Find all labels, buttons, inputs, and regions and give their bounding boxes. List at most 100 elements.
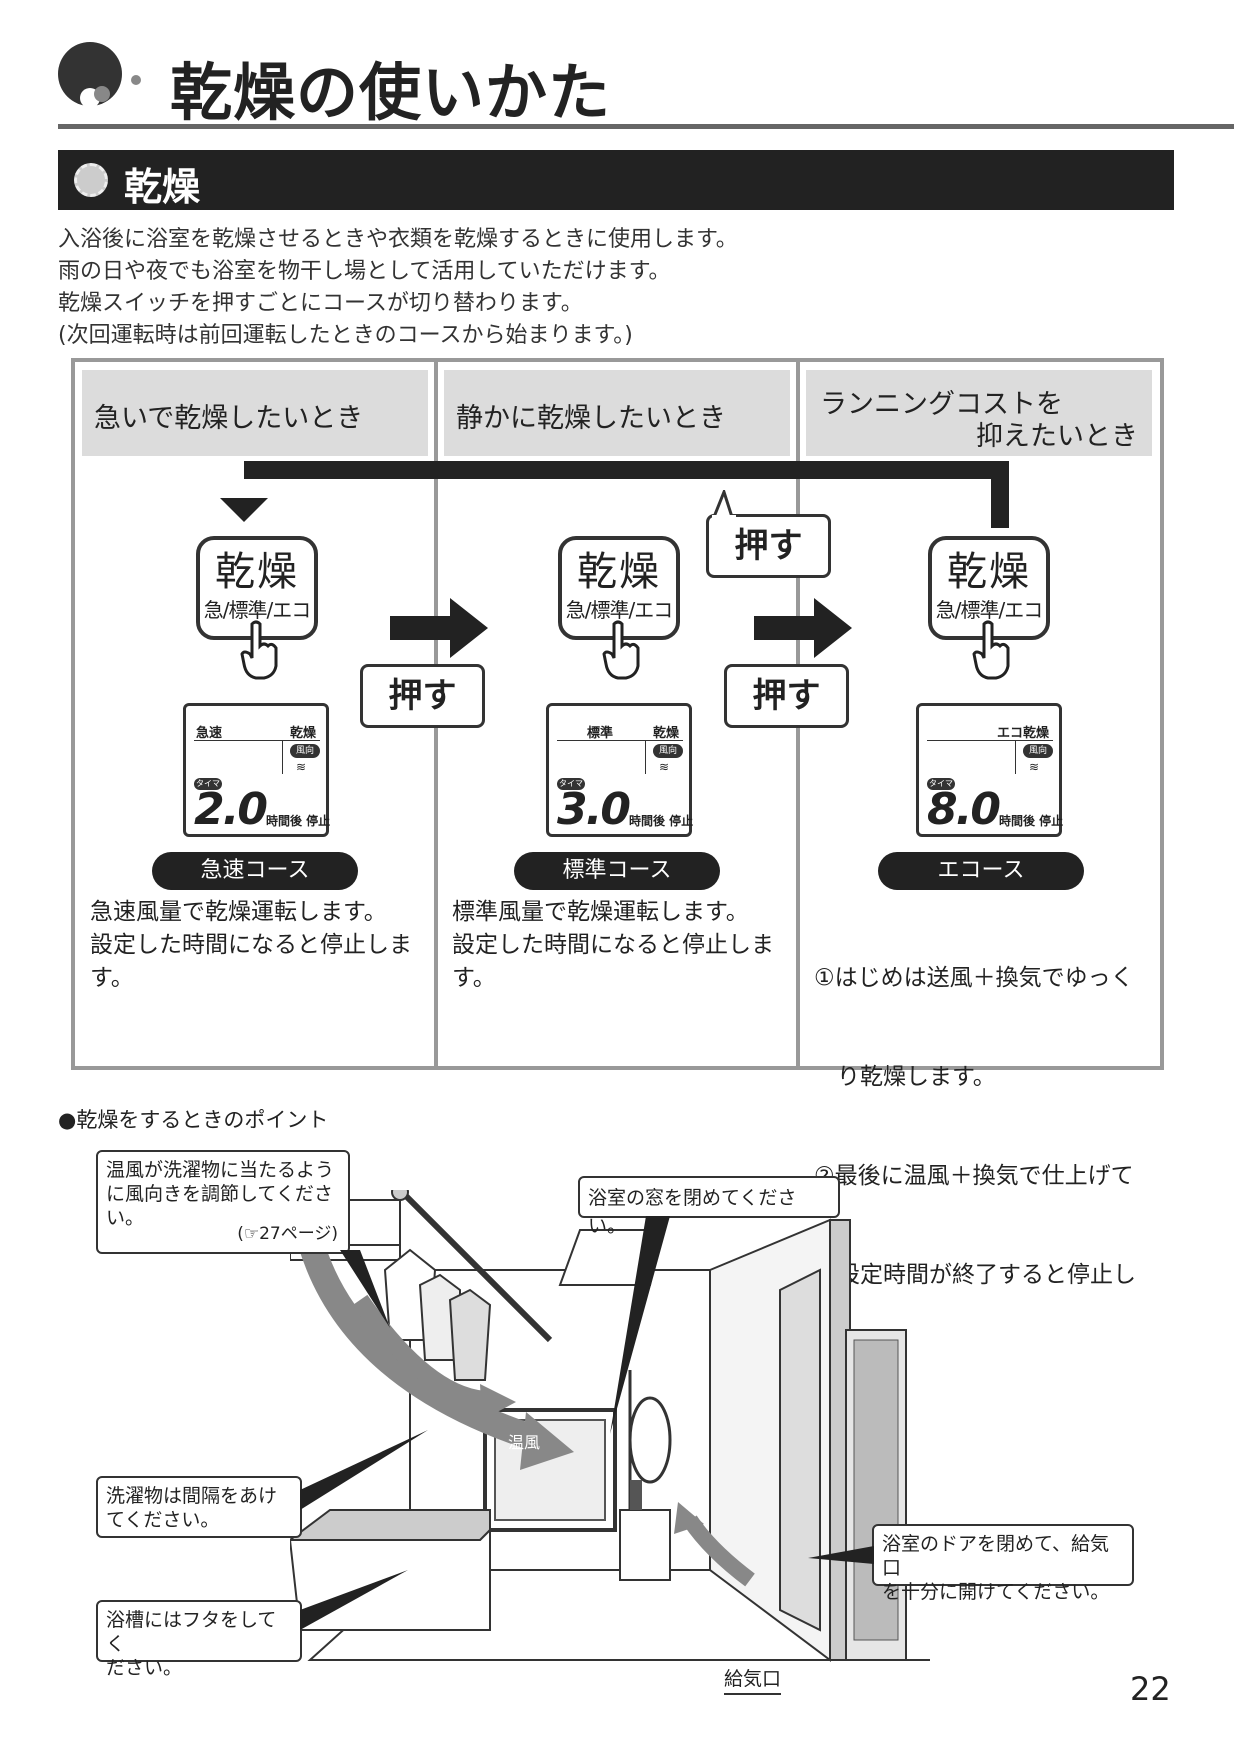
button-main-label: 乾燥 — [947, 549, 1031, 595]
desc-line: り乾燥します。 — [814, 1064, 996, 1090]
callout-pointer — [340, 1250, 390, 1328]
callout-line: 浴室の窓を閉めてください。 — [588, 1187, 797, 1237]
push-label: 押す — [360, 664, 485, 728]
desc-line: 標準風量で乾燥運転します。 — [452, 899, 749, 925]
title-icon — [58, 42, 141, 108]
desc-line: 設定時間が終了すると停止し — [814, 1262, 1136, 1288]
title-rule — [58, 124, 1234, 129]
callout-line: を十分に開けてください。 — [882, 1581, 1110, 1603]
wind-direction-badge: 風向 — [653, 744, 683, 758]
course-description: 標準風量で乾燥運転します。 設定した時間になると停止しま す。 — [452, 896, 774, 995]
desc-line: ②最後に温風＋換気で仕上げて — [814, 1163, 1134, 1189]
callout-line: に風向きを調節してくださ — [106, 1183, 333, 1205]
lcd-divider — [645, 740, 646, 774]
callout-pointer — [300, 1430, 428, 1510]
page-reference: (☞27ページ) — [237, 1224, 338, 1244]
intro-line: 雨の日や夜でも浴室を物干し場として活用していただけます。 — [58, 259, 671, 284]
callout-line: い。 — [106, 1207, 145, 1229]
callout-line: 洗濯物は間隔をあけ — [106, 1485, 278, 1507]
page-title: 乾燥の使いかた — [170, 56, 612, 129]
hand-pointer-icon — [240, 620, 278, 680]
button-main-label: 乾燥 — [577, 549, 661, 595]
callout-line: てください。 — [106, 1509, 220, 1531]
callout-window: 浴室の窓を閉めてください。 — [578, 1176, 840, 1237]
heading-text: 急いで乾燥したいとき — [94, 403, 364, 434]
column-heading: 静かに乾燥したいとき — [444, 370, 790, 456]
course-description: 急速風量で乾燥運転します。 設定した時間になると停止しま す。 — [90, 896, 412, 995]
cycle-arrow — [220, 461, 1009, 528]
hand-pointer-icon — [602, 620, 640, 680]
lcd-display: 急速 乾燥 風向 ≋ タイマー 2.0 時間後 停止 — [183, 703, 331, 837]
lcd-divider — [194, 740, 320, 741]
wind-direction-badge: 風向 — [290, 744, 320, 758]
heading-text: 静かに乾燥したいとき — [456, 403, 726, 434]
column-heading: ランニングコストを 抑えたいとき — [806, 370, 1152, 456]
lcd-divider — [282, 740, 283, 774]
inlet-label: 給気口 — [724, 1664, 782, 1695]
callout-bathtub: 浴槽にはフタをしてく ださい。 — [96, 1600, 302, 1679]
arrow-right-icon — [390, 598, 488, 658]
callout-pointer — [300, 1570, 408, 1630]
course-badge: エコース — [878, 852, 1084, 890]
section-bullet-icon — [74, 163, 108, 197]
lcd-stop-text: 時間後 停止 — [266, 814, 331, 828]
intro-line: 乾燥スイッチを押すごとにコースが切り替わります。 — [58, 291, 583, 316]
heading-text: ランニングコストを — [820, 389, 1063, 420]
lcd-stop-text: 時間後 停止 — [999, 814, 1064, 828]
wind-icon: ≋ — [296, 760, 307, 774]
desc-line: す。 — [452, 965, 496, 991]
callout-wind-direction: 温風が洗濯物に当たるよう に風向きを調節してくださ い。 (☞27ページ) — [96, 1150, 350, 1254]
lcd-label: 乾燥 — [289, 726, 316, 741]
lcd-mode: 急速 — [196, 726, 223, 741]
column-heading: 急いで乾燥したいとき — [82, 370, 428, 456]
wind-icon: ≋ — [1029, 760, 1040, 774]
callout-line: 浴室のドアを閉めて、給気口 — [882, 1533, 1110, 1579]
lcd-display: 標準 乾燥 風向 ≋ タイマー 3.0 時間後 停止 — [546, 703, 694, 837]
lcd-value: 2.0 — [194, 784, 268, 835]
callout-pointer — [808, 1546, 874, 1564]
section-header: 乾燥 — [58, 150, 1174, 210]
desc-line: す。 — [90, 965, 134, 991]
button-sub-label: 急/標準/エコ — [935, 598, 1043, 622]
button-sub-label: 急/標準/エコ — [203, 598, 311, 622]
desc-line: 設定した時間になると停止しま — [90, 932, 412, 958]
callout-door: 浴室のドアを閉めて、給気口 を十分に開けてください。 — [872, 1524, 1134, 1603]
connector-line — [796, 740, 800, 860]
push-label: 押す — [706, 514, 831, 578]
course-badge: 急速コース — [152, 852, 358, 890]
hand-pointer-icon — [972, 620, 1010, 680]
warm-air-label: 温風 — [508, 1433, 540, 1452]
lcd-divider — [927, 740, 1053, 741]
lcd-display: エコ乾燥 風向 ≋ タイマー 8.0 時間後 停止 — [916, 703, 1064, 837]
callout-line: ださい。 — [106, 1657, 183, 1679]
desc-line: ①はじめは送風＋換気でゆっく — [814, 965, 1134, 991]
arrow-right-icon — [754, 598, 852, 658]
wind-icon: ≋ — [659, 760, 670, 774]
callout-line: 温風が洗濯物に当たるよう — [106, 1159, 335, 1181]
button-sub-label: 急/標準/エコ — [565, 598, 673, 622]
intro-line: 入浴後に浴室を乾燥させるときや衣類を乾燥するときに使用します。 — [58, 227, 738, 252]
desc-line: 設定した時間になると停止しま — [452, 932, 774, 958]
heading-text: 抑えたいとき — [976, 421, 1138, 452]
callout-spacing: 洗濯物は間隔をあけ てください。 — [96, 1476, 302, 1538]
connector-line — [434, 740, 438, 860]
dry-button[interactable]: 乾燥 急/標準/エコ — [558, 536, 680, 640]
callout-line: 浴槽にはフタをしてく — [106, 1609, 277, 1655]
wind-direction-badge: 風向 — [1023, 744, 1053, 758]
lcd-mode: 標準 — [587, 726, 614, 741]
timer-badge: タイマー — [927, 778, 955, 800]
page-number: 22 — [1130, 1670, 1171, 1708]
course-badge: 標準コース — [514, 852, 720, 890]
course-panel — [71, 358, 1164, 1070]
lcd-label: エコ乾燥 — [996, 726, 1049, 741]
callout-pointer — [610, 1216, 670, 1434]
push-label: 押す — [724, 664, 849, 728]
intro-text: 入浴後に浴室を乾燥させるときや衣類を乾燥するときに使用します。 雨の日や夜でも浴… — [58, 224, 738, 352]
lcd-stop-text: 時間後 停止 — [629, 814, 694, 828]
callout-tail — [711, 490, 736, 518]
lcd-label: 乾燥 — [652, 726, 679, 741]
intro-line: (次回運転時は前回運転したときのコースから始まります。) — [58, 323, 633, 348]
timer-badge: タイマー — [194, 778, 222, 800]
lcd-divider — [1015, 740, 1016, 774]
desc-line: 急速風量で乾燥運転します。 — [90, 899, 387, 925]
